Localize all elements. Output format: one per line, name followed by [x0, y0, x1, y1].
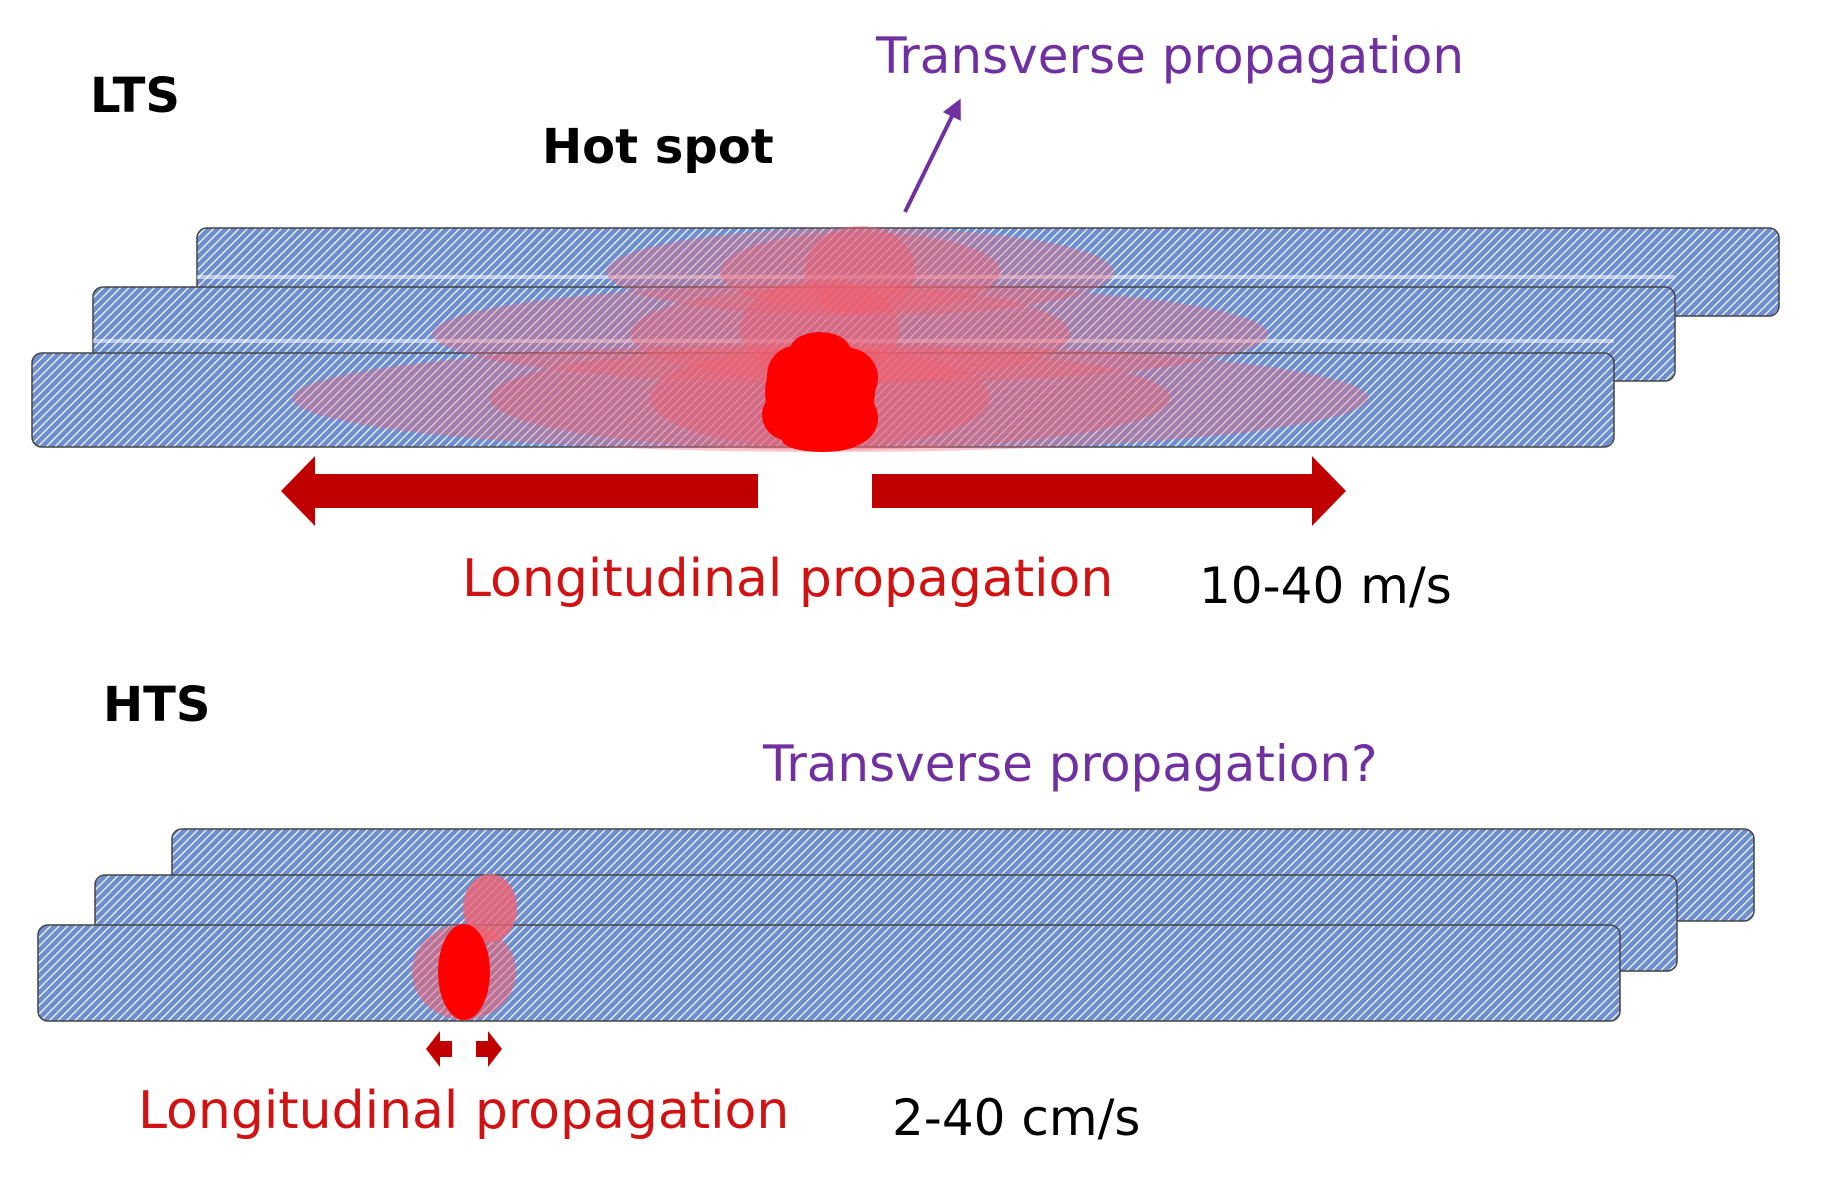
- lts-transverse-label: Transverse propagation: [876, 27, 1465, 85]
- lts-halo: [630, 286, 1070, 382]
- lts-longitudinal-label: Longitudinal propagation: [462, 549, 1114, 609]
- lts-right-arrow: [872, 456, 1346, 526]
- hts-speed-label: 2-40 cm/s: [892, 1089, 1141, 1147]
- lts-left-arrow: [281, 456, 758, 526]
- hts-section-label: HTS: [103, 677, 211, 733]
- lts-hot-spot-label: Hot spot: [542, 119, 774, 175]
- hts-hot-zone: [412, 874, 517, 1020]
- hts-hot-spot-core: [438, 924, 490, 1020]
- hts-halo: [463, 874, 517, 942]
- hts-tape-front: [37, 924, 1621, 1022]
- lts-hot-spot-core: [762, 332, 878, 452]
- lts-halo: [805, 226, 915, 314]
- hts-longitudinal-label: Longitudinal propagation: [138, 1081, 790, 1141]
- hts-tape-stack: [37, 828, 1755, 1022]
- lts-hot-zone: [292, 226, 1368, 452]
- lts-section-label: LTS: [90, 68, 180, 124]
- lts-halo: [720, 232, 1000, 312]
- lts-longitudinal-arrows: [281, 456, 1346, 526]
- lts-halo: [606, 228, 1114, 316]
- hts-left-arrow: [426, 1031, 452, 1067]
- hts-longitudinal-arrows: [426, 1031, 502, 1067]
- lts-halo: [432, 284, 1268, 384]
- hts-transverse-label: Transverse propagation?: [763, 735, 1378, 793]
- hts-right-arrow: [476, 1031, 502, 1067]
- lts-transverse-arrow: [903, 98, 961, 213]
- lts-speed-label: 10-40 m/s: [1199, 557, 1452, 615]
